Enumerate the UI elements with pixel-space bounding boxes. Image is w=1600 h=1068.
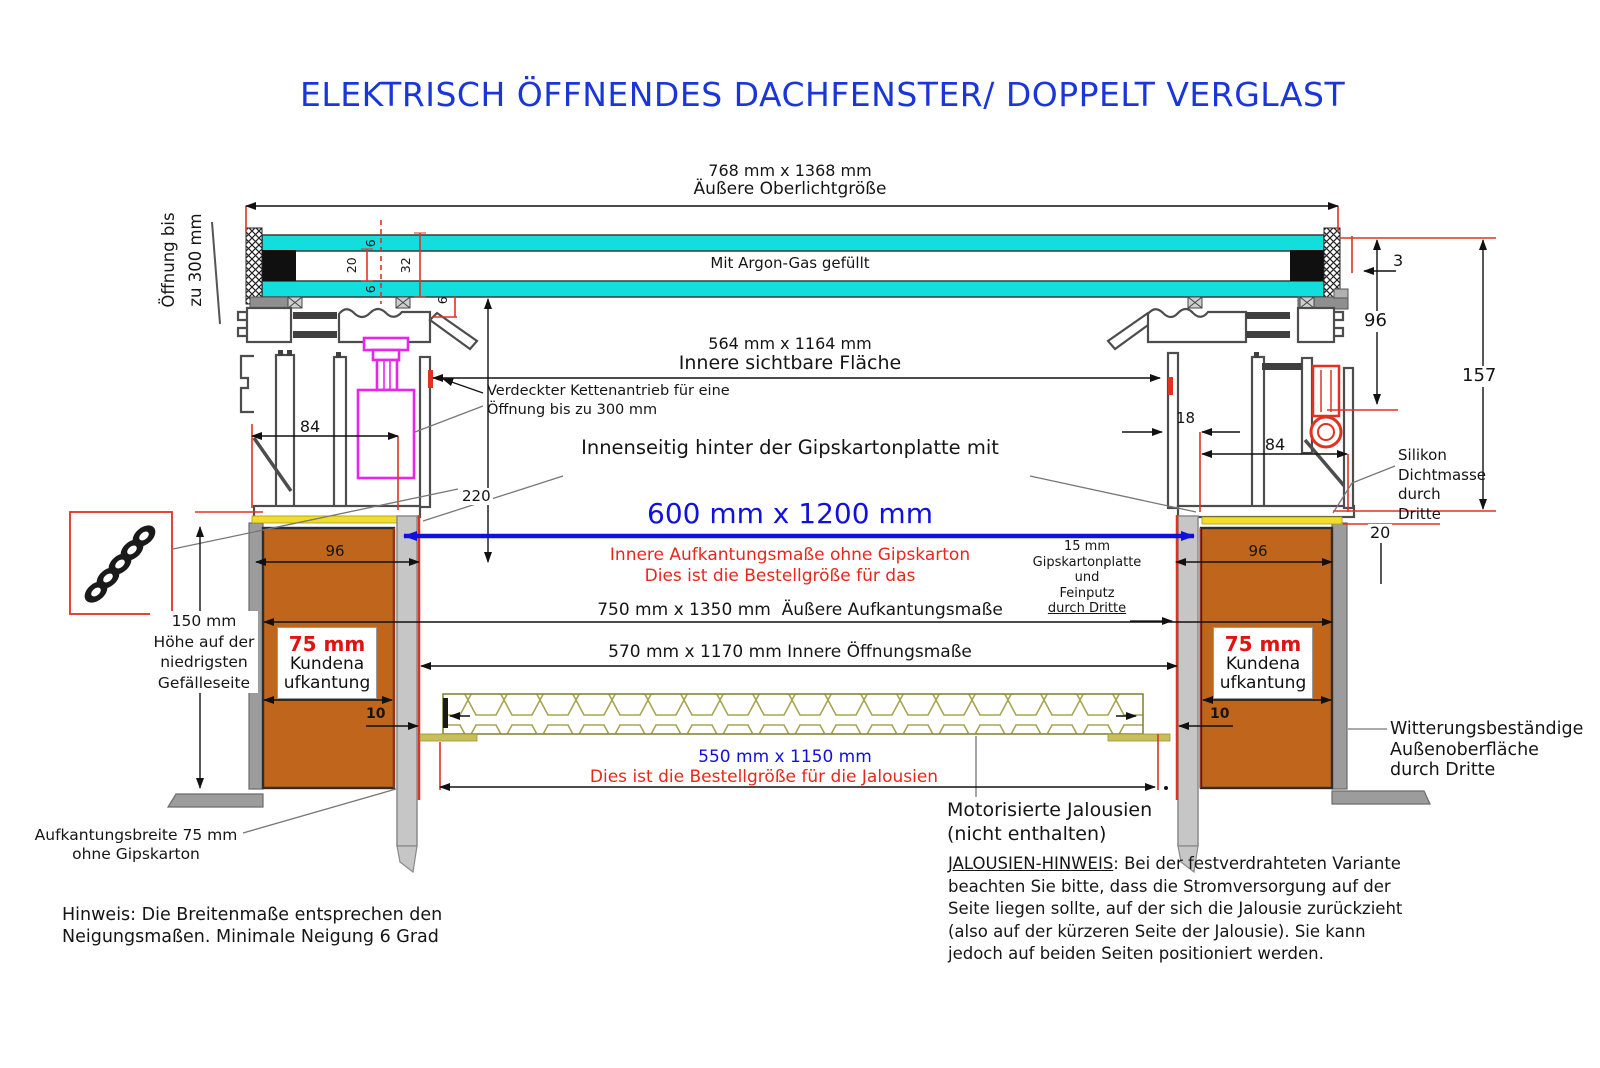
silicone-seal-right <box>1201 516 1343 525</box>
weather-angle-left <box>166 793 264 808</box>
weather-angle-right <box>1331 790 1431 805</box>
upstand-name2-left: ufkantung <box>283 673 371 693</box>
foam-block-left <box>245 227 263 305</box>
visible-area-size: 564 mm x 1164 mm <box>708 334 872 353</box>
dim-6-bottom: 6 <box>362 285 378 294</box>
drywall-note-l4: Feinputz <box>1059 585 1115 601</box>
dim-220: 220 <box>460 487 493 506</box>
silicone-l2: Dichtmasse <box>1398 465 1487 484</box>
chain-icon <box>84 525 156 603</box>
dim-84-left: 84 <box>299 417 321 436</box>
chain-drive-motor <box>356 336 416 480</box>
width-note-line1: Hinweis: Die Breitenmaße entsprechen den <box>62 905 443 925</box>
dim-96-left: 96 <box>325 542 345 560</box>
upstand-width-line1: Aufkantungsbreite 75 mm <box>34 826 238 844</box>
blind-order-note: Dies ist die Bestellgröße für die Jalous… <box>589 767 939 787</box>
weatherproof-l2: Außenoberfläche <box>1390 739 1539 760</box>
min-height-l4: Gefälleseite <box>157 673 251 692</box>
weatherproof-l3: durch Dritte <box>1390 760 1496 780</box>
upstand-width-line2: ohne Gipskarton <box>72 845 200 863</box>
weatherproof-label: Witterungsbeständige Außenoberfläche dur… <box>1390 719 1583 781</box>
red-reference-lines <box>195 206 1496 790</box>
drywall-note-label: 15 mm Gipskartonplatte und Feinputz durc… <box>1028 539 1146 617</box>
argon-label: Mit Argon-Gas gefüllt <box>710 254 870 272</box>
outer-skylight-label: Äußere Oberlichtgröße <box>693 179 887 199</box>
drywall-note-l5: durch Dritte <box>1047 601 1127 616</box>
drywall-note-l1: 15 mm <box>1063 539 1110 554</box>
blind-notice-body: : Bei der festverdrahteten Variante beac… <box>948 854 1403 963</box>
chain-drive-note-line2: Öffnung bis zu 300 mm <box>487 402 658 418</box>
min-height-l1: 150 mm <box>171 612 237 630</box>
drywall-right <box>1177 515 1199 847</box>
drywall-left <box>396 515 418 847</box>
silicone-l3: durch <box>1398 485 1441 503</box>
inner-opening-size: 570 mm x 1170 mm Innere Öffnungsmaße <box>608 642 972 662</box>
weatherproof-l1: Witterungsbeständige <box>1390 719 1584 739</box>
dim-18: 18 <box>1176 409 1196 427</box>
motor-blind-line2: (nicht enthalten) <box>947 823 1107 845</box>
drywall-note-l3: und <box>1074 570 1100 585</box>
right-frame-profile <box>1106 288 1356 519</box>
chain-drive-note-line1: Verdeckter Kettenantrieb für eine <box>487 383 730 399</box>
upstand-75mm-right: 75 mm <box>1224 632 1302 657</box>
upstand-75mm-left: 75 mm <box>288 632 366 657</box>
dim-157: 157 <box>1460 365 1499 387</box>
dim-96-vertical: 96 <box>1362 310 1389 332</box>
dim-6-top: 6 <box>362 239 378 248</box>
edge-seal-left <box>262 250 296 281</box>
blind-notice-paragraph: JALOUSIEN-HINWEIS: Bei der festverdrahte… <box>948 853 1404 966</box>
width-note-line2: Neigungsmaßen. Minimale Neigung 6 Grad <box>62 927 439 947</box>
order-note-line2: Dies ist die Bestellgröße für das <box>644 566 916 586</box>
dim-20-glass: 20 <box>343 257 359 274</box>
dim-20-right: 20 <box>1368 523 1393 543</box>
opening-range-l1: Öffnung bis <box>159 212 178 308</box>
dim-84-right: 84 <box>1264 435 1286 454</box>
silicone-l4: Dritte <box>1398 504 1441 523</box>
min-height-label: 150 mm Höhe auf der niedrigsten Gefälles… <box>150 611 258 693</box>
min-height-l2: Höhe auf der <box>153 632 255 651</box>
blind-order-size: 550 mm x 1150 mm <box>698 747 872 767</box>
blind-notice-heading: JALOUSIEN-HINWEIS <box>948 854 1114 873</box>
glazing-unit <box>245 227 1341 305</box>
upstand-name1-right: Kundena <box>1225 654 1301 675</box>
chain-detail <box>69 511 173 615</box>
behind-drywall-label: Innenseitig hinter der Gipskartonplatte … <box>581 436 999 459</box>
motor-blind-line1: Motorisierte Jalousien <box>947 799 1153 821</box>
dim-10-right: 10 <box>1210 706 1230 722</box>
silicone-label: Silikon Dichtmasse durch Dritte <box>1398 446 1486 524</box>
upstand-name1-left: Kundena <box>289 654 365 675</box>
dim-6-edge: 6 <box>434 296 450 305</box>
upstand-box-right: 75 mm Kundena ufkantung <box>1213 627 1313 699</box>
silicone-l1: Silikon <box>1398 446 1447 464</box>
dim-10-left: 10 <box>366 706 386 722</box>
upstand-box-left: 75 mm Kundena ufkantung <box>277 627 377 699</box>
dim-3: 3 <box>1393 251 1404 270</box>
order-note-line1: Innere Aufkantungsmaße ohne Gipskarton <box>609 545 971 565</box>
opening-range-label: Öffnung bis zu 300 mm <box>155 190 209 330</box>
drywall-note-l2: Gipskartonplatte <box>1032 554 1142 570</box>
visible-area-label: Innere sichtbare Fläche <box>678 352 902 374</box>
dim-32-glass: 32 <box>397 257 413 274</box>
page-title: ELEKTRISCH ÖFFNENDES DACHFENSTER/ DOPPEL… <box>300 75 1346 114</box>
outer-skylight-size: 768 mm x 1368 mm <box>708 161 872 180</box>
hinge <box>1309 364 1343 449</box>
upstand-name2-right: ufkantung <box>1219 673 1307 693</box>
blind-honeycomb <box>419 693 1171 742</box>
dimension-lines <box>196 202 1487 791</box>
opening-range-l2: zu 300 mm <box>186 213 205 307</box>
edge-seal-right <box>1290 250 1324 281</box>
min-height-l3: niedrigsten <box>160 653 248 671</box>
order-size-label: 600 mm x 1200 mm <box>647 497 933 530</box>
dim-96-right: 96 <box>1248 542 1268 560</box>
outer-upstand-size: 750 mm x 1350 mm Äußere Aufkantungsmaße <box>597 600 1003 620</box>
